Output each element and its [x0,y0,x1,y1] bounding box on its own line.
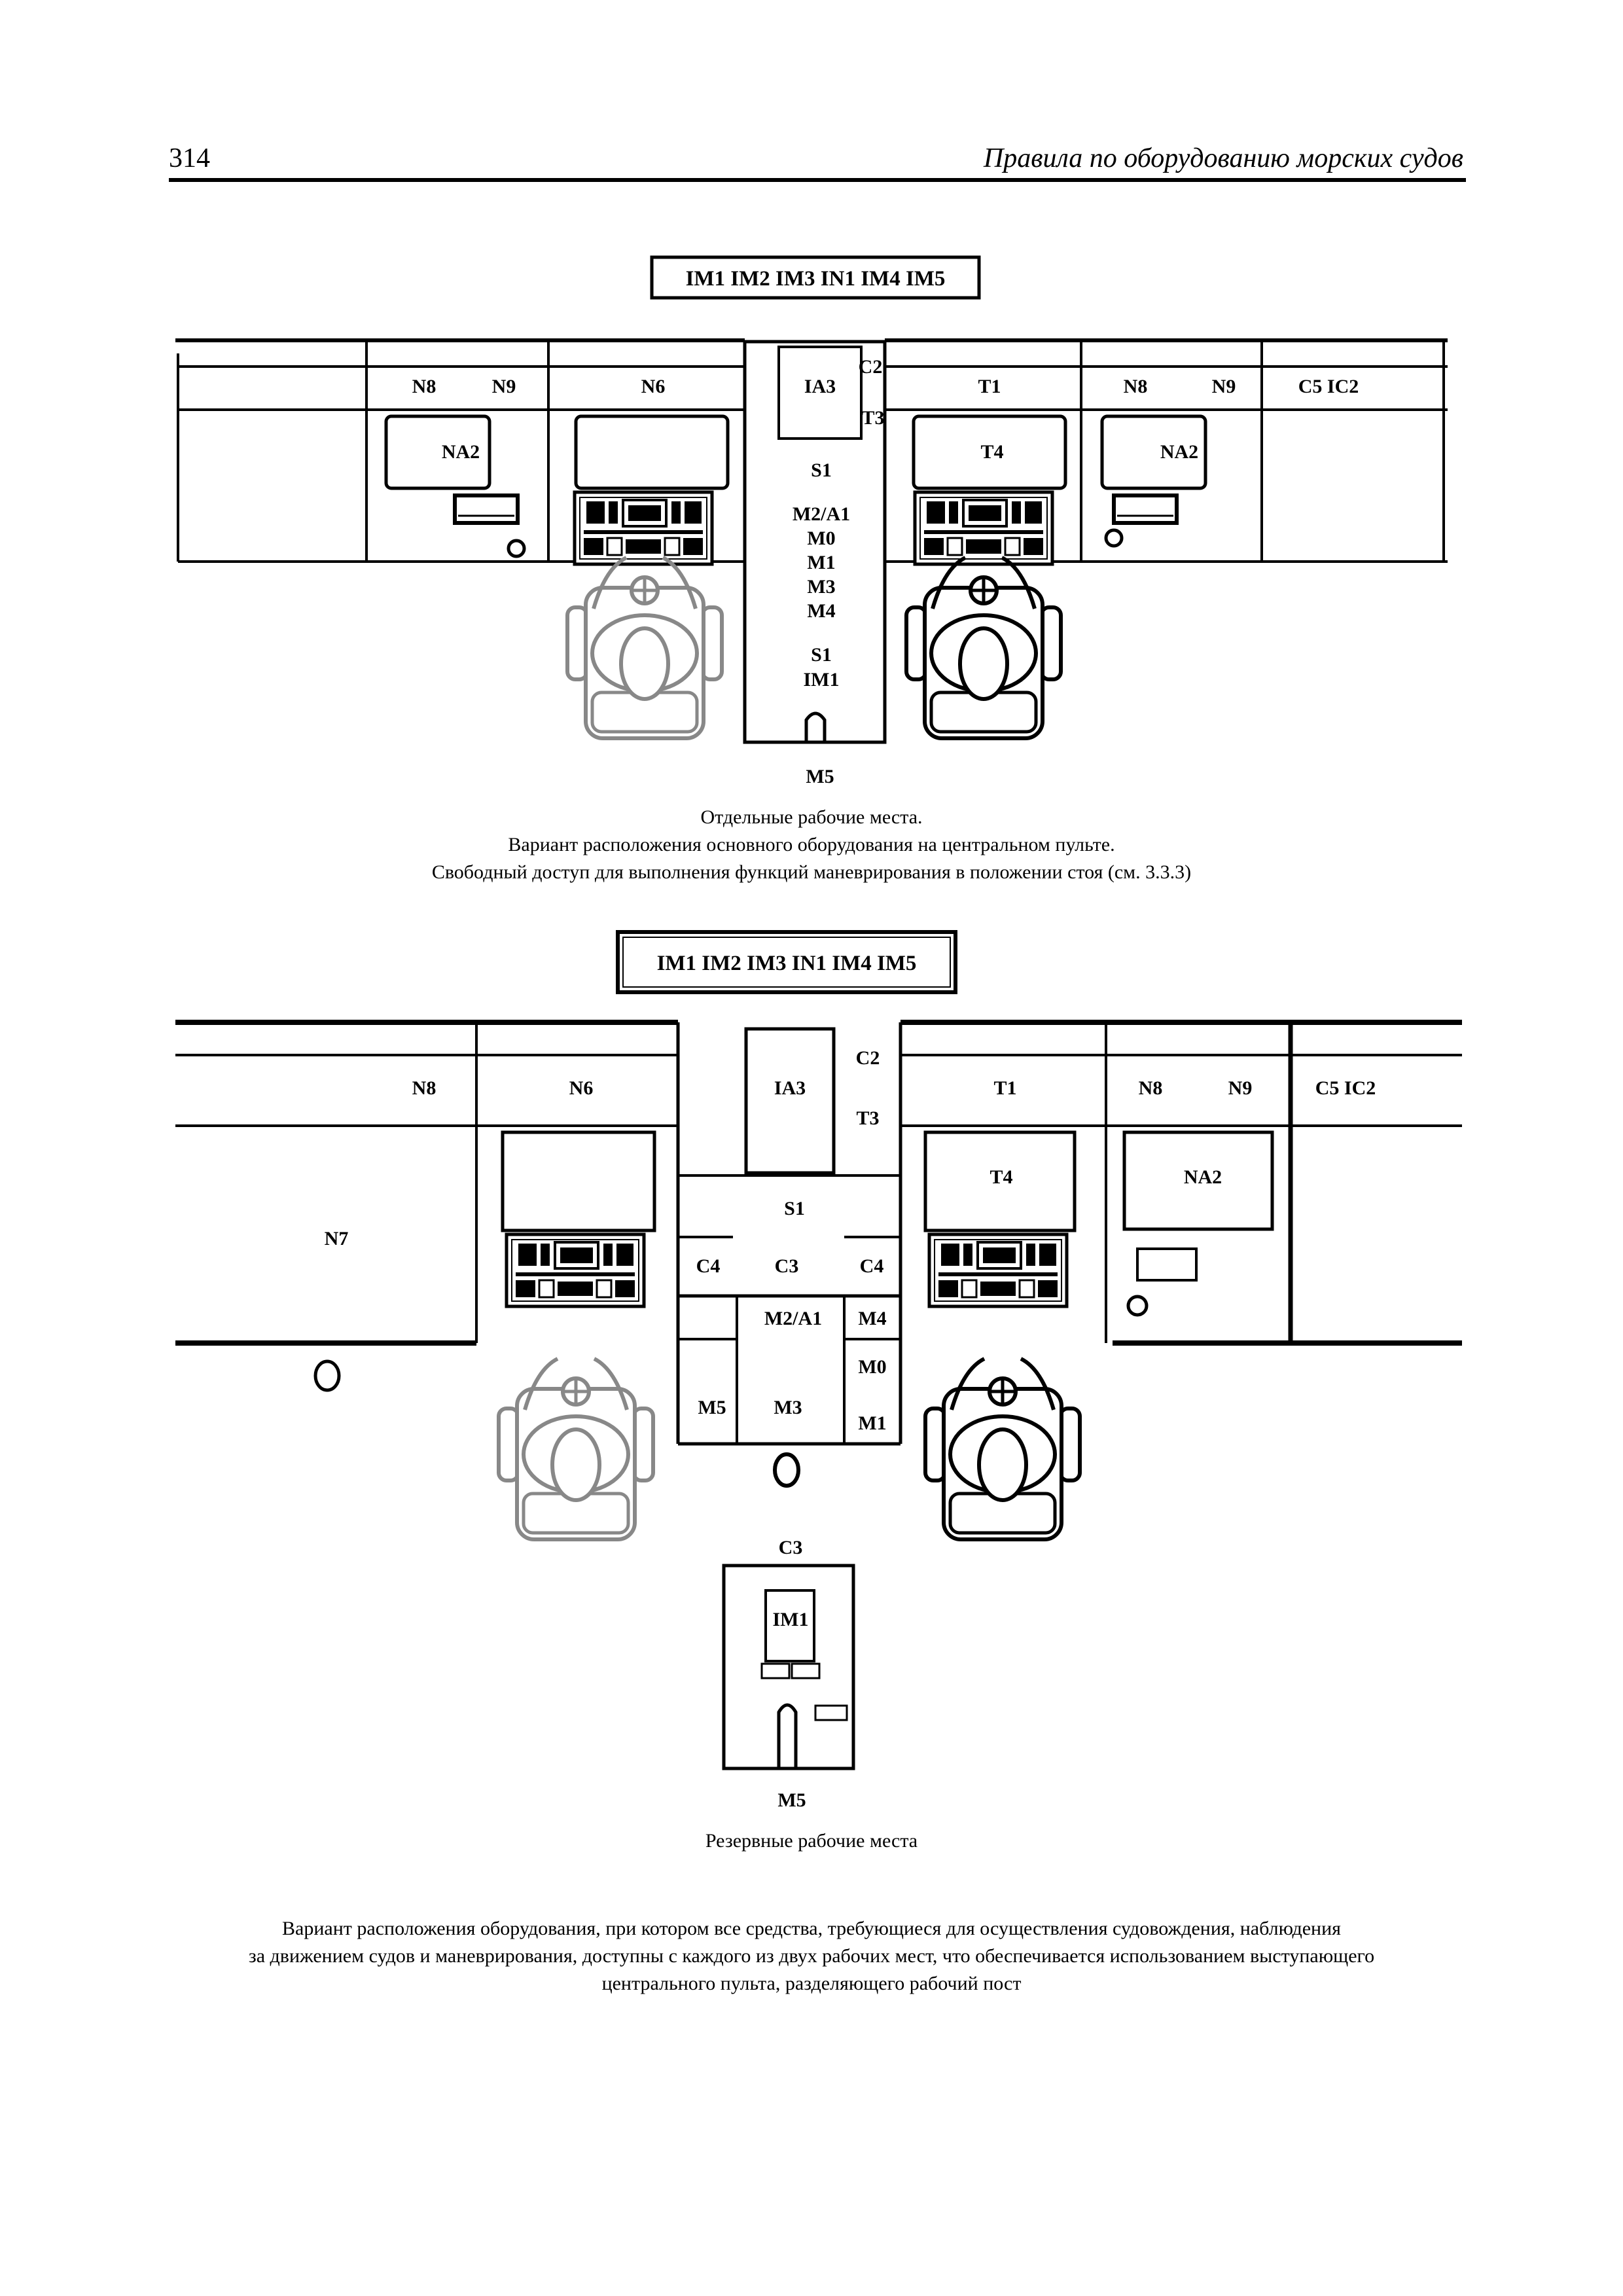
bottom-c3: C3 [775,1255,799,1277]
top-t1: T1 [978,376,1001,397]
top-im1: IM1 [804,669,840,691]
bottom-c5-ic2: C5 IC2 [1315,1077,1376,1099]
top-box-label: IM1 IM2 IM3 IN1 IM4 IM5 [686,267,946,291]
bottom-box-label: IM1 IM2 IM3 IN1 IM4 IM5 [657,952,917,975]
bottom-m5: M5 [698,1397,726,1418]
footer-caption-line-1: Вариант расположения оборудования, при к… [282,1918,1341,1939]
top-t3: T3 [861,407,884,429]
top-m5: M5 [806,766,834,787]
top-m0: M0 [807,528,835,549]
bottom-m3: M3 [774,1397,802,1418]
page-number: 314 [169,143,210,173]
bottom-ia3: IA3 [774,1077,806,1099]
bottom-s1: S1 [784,1198,805,1219]
top-c2: C2 [859,356,883,378]
top-s1-lower: S1 [811,644,832,666]
bottom-n9-right: N9 [1228,1077,1253,1099]
top-m3: M3 [807,576,835,598]
bottom-c3-standing: C3 [779,1537,803,1558]
top-t4: T4 [980,441,1003,463]
bottom-m1: M1 [858,1412,886,1434]
top-m2-a1: M2/A1 [793,503,850,525]
top-caption-line-3: Свободный доступ для выполнения функций … [431,861,1192,883]
bottom-c2: C2 [856,1047,880,1069]
bottom-im1-standing: IM1 [773,1609,809,1630]
top-na2-right: NA2 [1160,441,1198,463]
footer-caption-line-3: центрального пульта, разделяющего рабочи… [601,1973,1022,1994]
bottom-c4-right: C4 [860,1255,884,1277]
bottom-caption: Резервные рабочие места [705,1830,918,1852]
bottom-t1: T1 [993,1077,1016,1099]
bottom-m5-standing: M5 [777,1789,806,1811]
header-rule [169,178,1466,182]
bottom-na2: NA2 [1184,1166,1222,1188]
bottom-m4: M4 [858,1308,886,1329]
top-layout-diagram: IM1 IM2 IM3 IN1 IM4 IM5 [175,255,1448,787]
top-ia3: IA3 [804,376,836,397]
top-n9-left: N9 [492,376,516,397]
top-caption-line-1: Отдельные рабочие места. [700,806,923,828]
top-n9-right: N9 [1212,376,1236,397]
top-n8-left: N8 [412,376,437,397]
bottom-c4-left: C4 [696,1255,721,1277]
top-c5-ic2: C5 IC2 [1298,376,1359,397]
top-s1-upper: S1 [811,459,832,481]
running-title: Правила по оборудованию морских судов [983,143,1463,173]
bottom-n6: N6 [569,1077,594,1099]
bottom-t3: T3 [856,1107,879,1129]
bottom-m2-a1: M2/A1 [764,1308,822,1329]
bottom-t4: T4 [990,1166,1012,1188]
bottom-n8-left: N8 [412,1077,437,1099]
bottom-n8-right: N8 [1139,1077,1163,1099]
bottom-layout-diagram: IM1 IM2 IM3 IN1 IM4 IM5 [175,930,1462,1811]
bottom-m0: M0 [858,1356,886,1378]
top-n8-right: N8 [1124,376,1148,397]
bottom-n7: N7 [325,1228,349,1249]
top-m1: M1 [807,552,835,573]
footer-caption-line-2: за движением судов и маневрирования, дос… [248,1945,1375,1967]
top-m4: M4 [807,600,835,622]
top-na2-left: NA2 [442,441,480,463]
top-n6: N6 [641,376,666,397]
top-caption-line-2: Вариант расположения основного оборудова… [508,834,1115,855]
